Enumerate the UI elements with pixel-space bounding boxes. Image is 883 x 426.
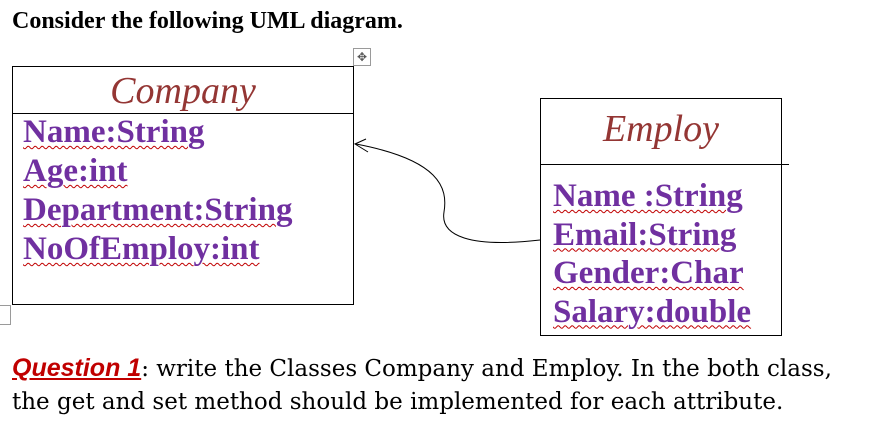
attribute: NoOfEmploy:int (23, 231, 260, 267)
attribute: Gender:Char (553, 255, 744, 291)
attribute-list-employ: Name :String Email:String Gender:Char Sa… (553, 177, 751, 331)
association-line (355, 143, 541, 243)
attribute: Age:int (23, 153, 128, 189)
attribute: Department:String (23, 192, 293, 228)
class-name-employ: Employ (602, 108, 720, 150)
attribute: Name:String (23, 114, 205, 150)
class-name-company: Company (110, 70, 256, 112)
question-label: Question 1 (12, 354, 142, 382)
attribute: Salary:double (553, 293, 752, 330)
class-divider (13, 113, 353, 114)
resize-corner-mark (0, 305, 11, 325)
question-body: write the Classes Company and Employ. In… (12, 356, 832, 415)
class-box-company[interactable]: Company Name:String Age:int Department:S… (12, 66, 354, 305)
association-arrowhead (353, 138, 369, 153)
attribute: Name :String (553, 178, 743, 214)
class-divider (541, 164, 789, 165)
diagram-heading: Consider the following UML diagram. (12, 8, 403, 34)
class-box-employ[interactable]: Employ Name :String Email:String Gender:… (540, 98, 789, 336)
attribute-list-company: Name:String Age:int Department:String No… (23, 113, 292, 269)
question-text: Question 1: write the Classes Company an… (12, 352, 872, 419)
attribute: Email:String (553, 216, 737, 253)
question-colon: : (141, 356, 149, 382)
move-arrows-icon[interactable]: ✥ (353, 48, 371, 66)
